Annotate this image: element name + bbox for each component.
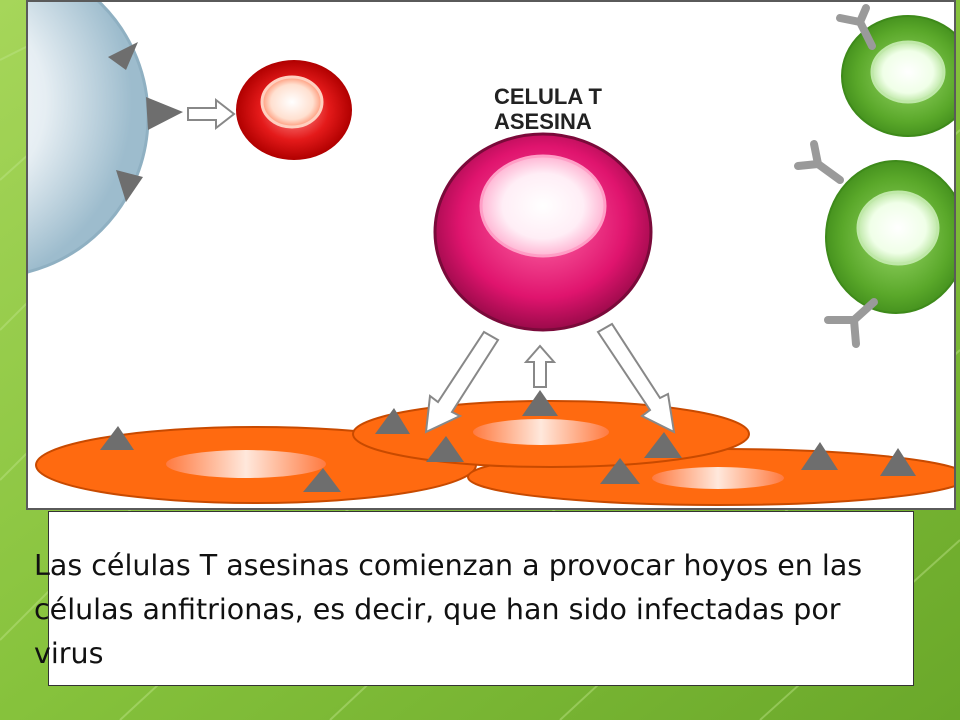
antibody-icon: [824, 298, 878, 348]
antigen-icon: [375, 408, 410, 434]
antigen-icon: [600, 458, 640, 484]
killer-cell-label-line2: ASESINA: [494, 109, 592, 134]
antibody-icon: [794, 140, 844, 184]
red-cell: [236, 60, 352, 160]
killer-t-cell: [433, 132, 653, 332]
killer-cell-label-line1: CELULA T: [494, 84, 603, 109]
antigen-icon: [426, 436, 464, 462]
antigen-icon: [116, 170, 143, 202]
arrow-up-icon: [523, 344, 557, 388]
green-cell-bottom: [794, 140, 954, 348]
slide-caption: Las células T asesinas comienzan a provo…: [34, 549, 863, 670]
antigen-icon: [146, 97, 183, 130]
arrow-right-icon: [187, 97, 236, 131]
arrow-down-right-icon: [596, 322, 676, 434]
antigen-icon: [108, 42, 138, 70]
diagram-frame: CELULA T ASESINA: [26, 0, 956, 510]
antigen-icon: [522, 390, 558, 416]
immune-diagram: CELULA T ASESINA: [28, 2, 954, 506]
caption-box: [48, 511, 914, 686]
antibody-icon: [836, 4, 876, 50]
antigen-icon: [880, 448, 916, 476]
arrow-down-left-icon: [424, 330, 500, 434]
antigen-icon: [801, 442, 838, 470]
antigen-icon: [644, 432, 682, 458]
antigen-icon: [303, 468, 341, 492]
green-cell-top: [836, 4, 954, 137]
presenting-cell: [28, 2, 183, 274]
antigen-icon: [100, 426, 134, 450]
